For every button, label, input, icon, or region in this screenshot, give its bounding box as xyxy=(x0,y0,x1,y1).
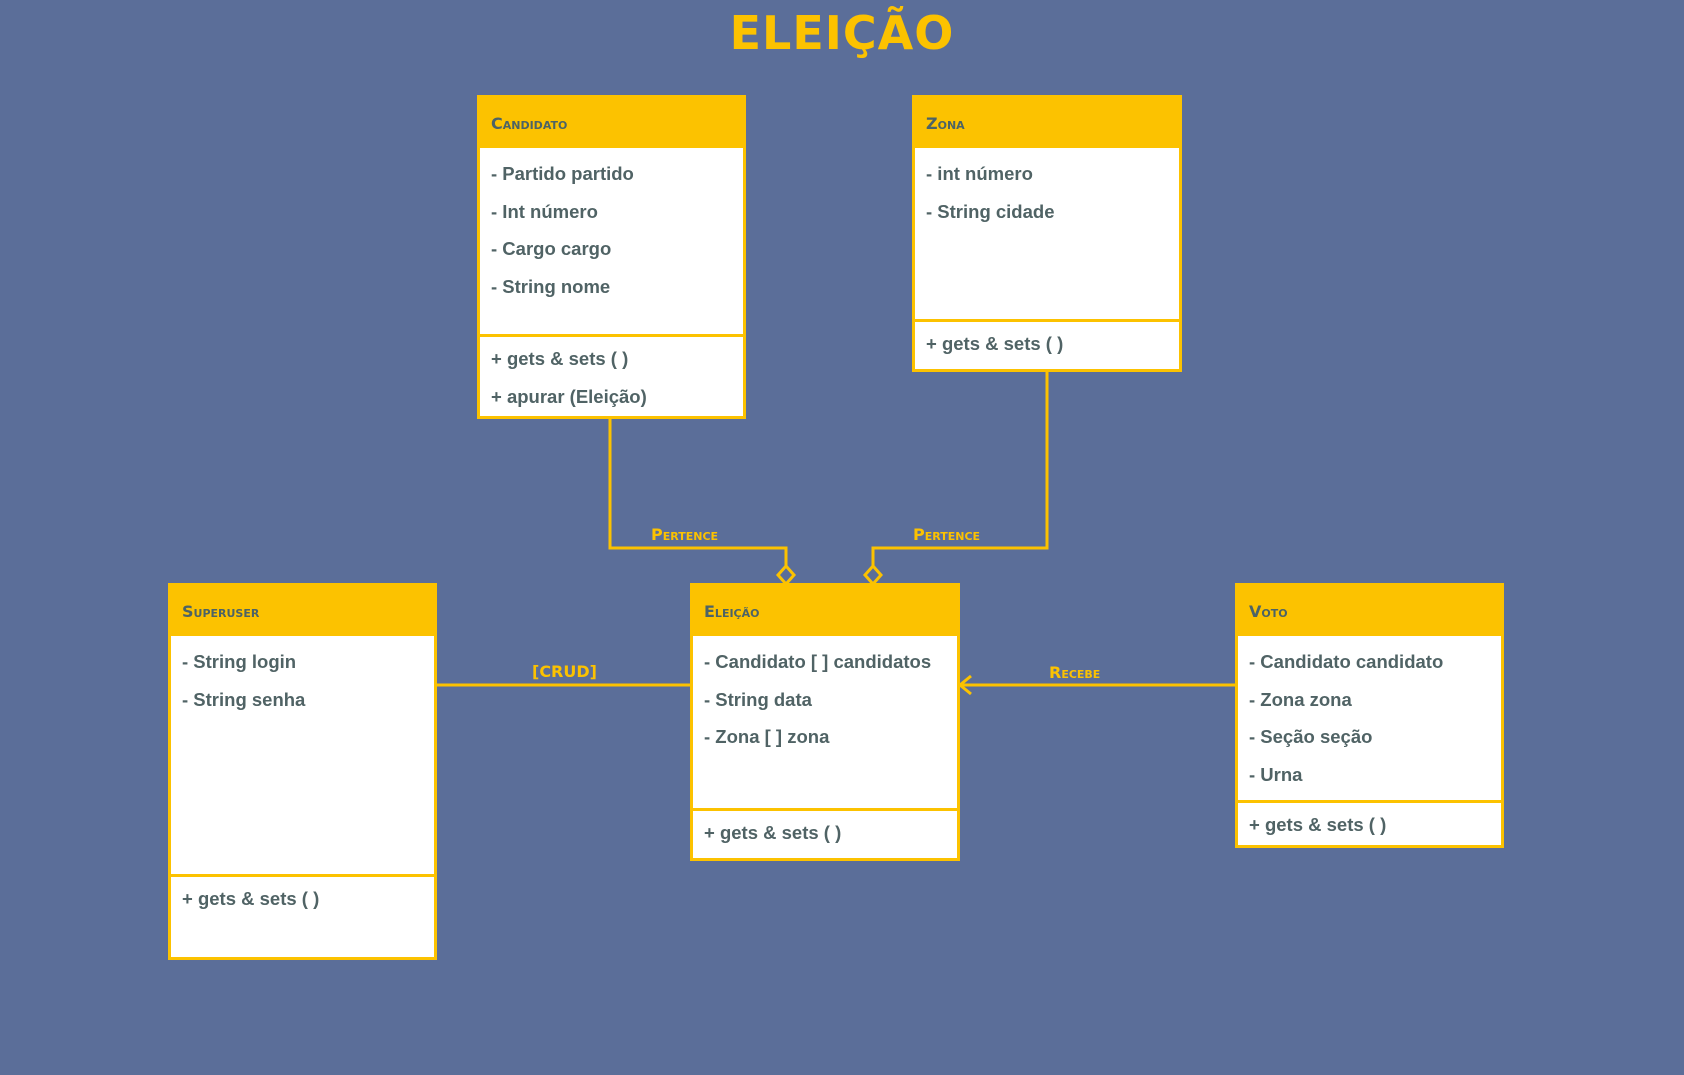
class-voto-methods: + gets & sets ( ) xyxy=(1238,800,1501,851)
class-eleicao-methods: + gets & sets ( ) xyxy=(693,808,957,859)
class-zona-methods: + gets & sets ( ) xyxy=(915,319,1179,370)
method: + gets & sets ( ) xyxy=(704,822,842,843)
class-candidato-methods: + gets & sets ( ) + apurar (Eleição) xyxy=(480,334,743,422)
class-candidato-attributes: - Partido partido - Int número - Cargo c… xyxy=(480,148,743,334)
class-voto: Voto - Candidato candidato - Zona zona -… xyxy=(1235,583,1504,848)
attribute: - String login xyxy=(182,651,297,672)
class-voto-attributes: - Candidato candidato - Zona zona - Seçã… xyxy=(1238,636,1501,800)
attribute: - String cidade xyxy=(926,200,1055,222)
attribute: - String data xyxy=(704,688,812,710)
assoc-label-candidato: Pertence xyxy=(651,525,719,544)
method: + gets & sets ( ) xyxy=(926,333,1064,354)
attribute: - int número xyxy=(926,163,1033,184)
attribute: - Zona zona xyxy=(1249,688,1352,710)
class-superuser: Superuser - String login - String senha … xyxy=(168,583,437,960)
class-candidato-name: Candidato xyxy=(480,98,743,148)
attribute: - Candidato candidato xyxy=(1249,651,1444,672)
candidato-aggregation-diamond xyxy=(775,563,797,587)
zona-aggregation-diamond xyxy=(862,563,884,587)
assoc-label-zona: Pertence xyxy=(913,525,981,544)
class-superuser-attributes: - String login - String senha xyxy=(171,636,434,874)
attribute: - Cargo cargo xyxy=(491,238,612,259)
class-eleicao: Eleição - Candidato [ ] candidatos - Str… xyxy=(690,583,960,861)
class-zona-attributes: - int número - String cidade xyxy=(915,148,1179,319)
class-candidato: Candidato - Partido partido - Int número… xyxy=(477,95,746,419)
candidato-eleicao-line xyxy=(608,418,788,566)
method: + gets & sets ( ) xyxy=(1249,814,1387,835)
class-superuser-name: Superuser xyxy=(171,586,434,636)
class-superuser-methods: + gets & sets ( ) xyxy=(171,874,434,925)
attribute: - String nome xyxy=(491,275,611,297)
assoc-label-crud: [CRUD] xyxy=(532,662,597,681)
diagram-title: ELEIÇÃO xyxy=(729,6,955,60)
attribute: - Zona [ ] zona xyxy=(704,726,830,747)
class-voto-name: Voto xyxy=(1238,586,1501,636)
attribute: - Partido partido xyxy=(491,163,634,184)
class-eleicao-name: Eleição xyxy=(693,586,957,636)
method: + gets & sets ( ) xyxy=(491,348,629,369)
class-zona: Zona - int número - String cidade + gets… xyxy=(912,95,1182,372)
assoc-label-recebe: Recebe xyxy=(1049,663,1101,682)
attribute: - Candidato [ ] candidatos xyxy=(704,651,932,672)
method: + apurar (Eleição) xyxy=(491,385,647,407)
attribute: - String senha xyxy=(182,688,306,710)
zona-eleicao-line xyxy=(871,371,1049,566)
class-eleicao-attributes: - Candidato [ ] candidatos - String data… xyxy=(693,636,957,808)
method: + gets & sets ( ) xyxy=(182,888,320,909)
attribute: - Seção seção xyxy=(1249,726,1373,747)
attribute: - Urna xyxy=(1249,763,1303,785)
class-zona-name: Zona xyxy=(915,98,1179,148)
attribute: - Int número xyxy=(491,200,598,222)
voto-arrowhead xyxy=(957,674,972,696)
